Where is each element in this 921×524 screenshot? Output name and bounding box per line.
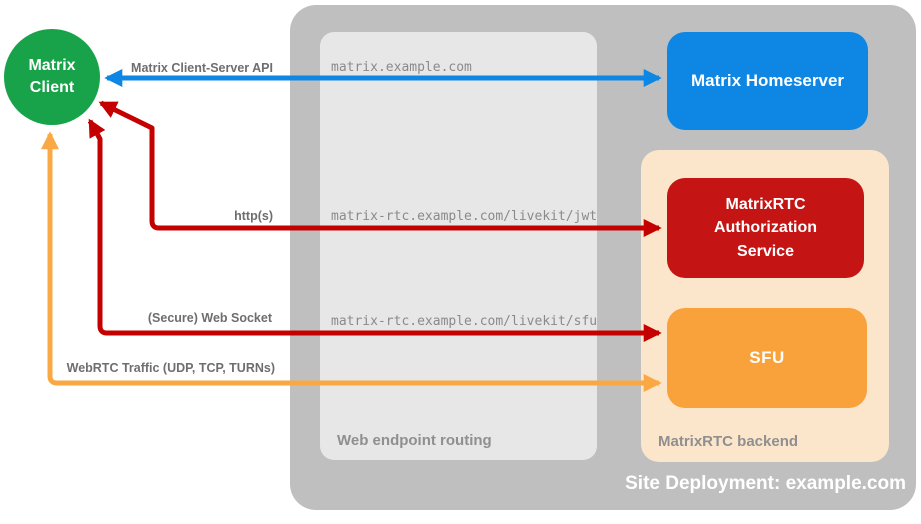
matrixrtc-backend-label: MatrixRTC backend bbox=[658, 433, 799, 450]
web-endpoint-routing-box bbox=[320, 32, 597, 460]
webrtc-traffic-arrow-label: WebRTC Traffic (UDP, TCP, TURNs) bbox=[66, 361, 275, 375]
sfu-node: SFU bbox=[667, 308, 867, 408]
sfu-label: SFU bbox=[749, 348, 785, 367]
web-endpoint-routing-label: Web endpoint routing bbox=[337, 432, 492, 449]
route-matrix-example-com: matrix.example.com bbox=[331, 60, 472, 75]
https-arrow-label: http(s) bbox=[234, 209, 273, 223]
matrixrtc-authorization-service-label: MatrixRTC Authorization Service bbox=[713, 196, 818, 260]
matrix-homeserver-label: Matrix Homeserver bbox=[690, 71, 845, 90]
matrixrtc-authorization-service-node: MatrixRTC Authorization Service bbox=[667, 178, 864, 278]
route-livekit-sfu: matrix-rtc.example.com/livekit/sfu bbox=[331, 314, 598, 329]
websocket-arrow-label: (Secure) Web Socket bbox=[147, 311, 272, 325]
matrix-client-node: Matrix Client bbox=[4, 29, 100, 125]
matrix-client-label: Matrix Client bbox=[28, 57, 76, 96]
matrix-homeserver-node: Matrix Homeserver bbox=[667, 32, 868, 130]
route-livekit-jwt: matrix-rtc.example.com/livekit/jwt bbox=[331, 209, 598, 224]
client-server-api-arrow-label: Matrix Client-Server API bbox=[131, 61, 273, 75]
site-deployment-label: Site Deployment: example.com bbox=[625, 473, 906, 494]
